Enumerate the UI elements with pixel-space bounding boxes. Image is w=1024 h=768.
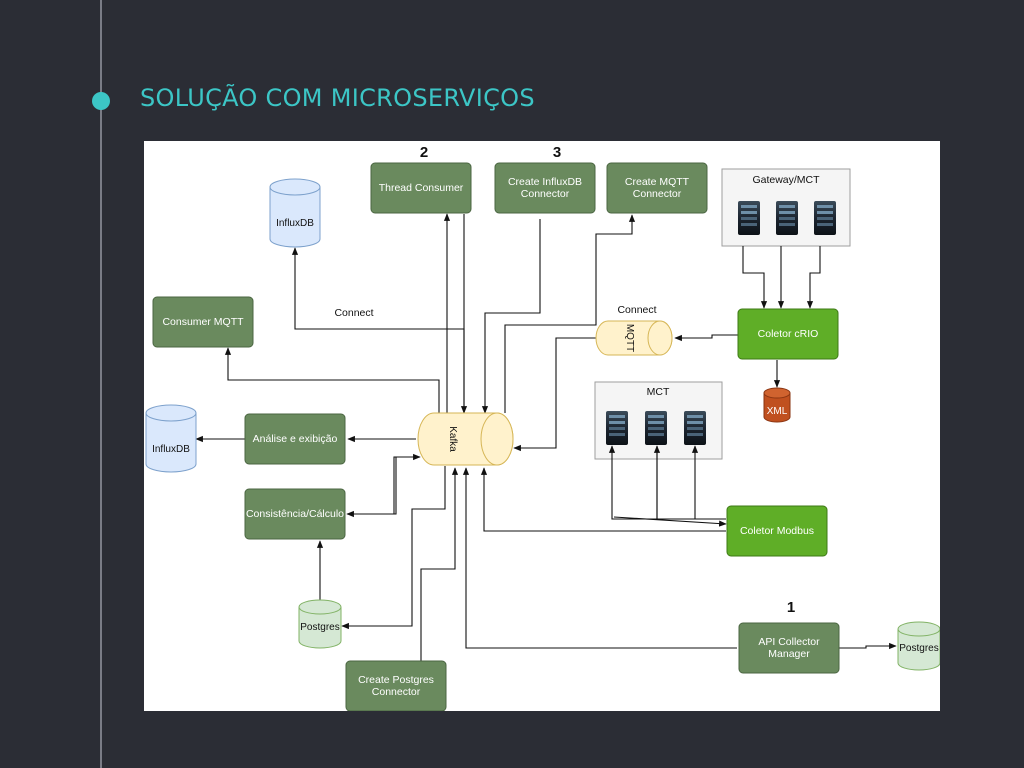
svg-text:Connector: Connector — [521, 188, 570, 200]
connect-label-right: Connect — [617, 304, 656, 316]
timeline-rail — [100, 0, 102, 768]
svg-text:Consumer MQTT: Consumer MQTT — [162, 316, 244, 328]
consistencia-calculo-node[interactable]: Consistência/Cálculo — [244, 488, 346, 540]
mct-label: MCT — [647, 386, 670, 398]
server-icon — [738, 201, 760, 235]
create-mqtt-connector-node[interactable]: Create MQTT Connector — [606, 162, 708, 214]
svg-text:Create Postgres: Create Postgres — [358, 674, 434, 686]
xml-database[interactable]: XML — [763, 387, 791, 423]
step-number-3: 3 — [553, 144, 561, 161]
gateway-mct-label: Gateway/MCT — [752, 174, 820, 186]
server-icon — [814, 201, 836, 235]
kafka-queue[interactable]: Kafka — [417, 412, 514, 466]
create-postgres-connector-node[interactable]: Create Postgres Connector — [345, 660, 447, 711]
server-icon — [606, 411, 628, 445]
postgres-left-database[interactable]: Postgres — [298, 599, 342, 649]
svg-text:Análise e exibição: Análise e exibição — [253, 433, 338, 445]
slide-title: SOLUÇÃO COM MICROSERVIÇOS — [140, 84, 535, 112]
svg-text:Create InfluxDB: Create InfluxDB — [508, 176, 582, 188]
connect-label-left: Connect — [334, 307, 373, 319]
svg-text:InfluxDB: InfluxDB — [152, 444, 190, 455]
step-number-2: 2 — [420, 144, 428, 161]
coletor-crio-node[interactable]: Coletor cRIO — [737, 308, 839, 360]
edges — [195, 213, 897, 661]
svg-text:API Collector: API Collector — [758, 636, 820, 648]
svg-text:XML: XML — [767, 406, 788, 417]
consumer-mqtt-node[interactable]: Consumer MQTT — [152, 296, 254, 348]
analise-exibicao-node[interactable]: Análise e exibição — [244, 413, 346, 465]
svg-text:Consistência/Cálculo: Consistência/Cálculo — [246, 508, 344, 520]
influxdb-left-database[interactable]: InfluxDB — [145, 404, 197, 473]
thread-consumer-node[interactable]: Thread Consumer — [370, 162, 472, 214]
postgres-right-database[interactable]: Postgres — [897, 621, 940, 671]
title-bullet — [92, 92, 110, 110]
svg-text:InfluxDB: InfluxDB — [276, 218, 314, 229]
svg-text:Connector: Connector — [372, 686, 421, 698]
svg-text:Kafka: Kafka — [447, 426, 458, 452]
coletor-modbus-node[interactable]: Coletor Modbus — [726, 505, 828, 557]
create-influxdb-connector-node[interactable]: Create InfluxDB Connector — [494, 162, 596, 214]
svg-text:Coletor cRIO: Coletor cRIO — [758, 328, 819, 340]
server-icon — [776, 201, 798, 235]
architecture-diagram: Gateway/MCT MCT — [144, 141, 940, 711]
svg-text:Create MQTT: Create MQTT — [625, 176, 690, 188]
svg-text:MQTT: MQTT — [624, 324, 635, 352]
svg-text:Postgres: Postgres — [300, 622, 339, 633]
mqtt-queue[interactable]: MQTT — [595, 320, 673, 356]
svg-text:Thread Consumer: Thread Consumer — [379, 182, 464, 194]
server-icon — [684, 411, 706, 445]
svg-text:Coletor Modbus: Coletor Modbus — [740, 525, 814, 537]
step-number-1: 1 — [787, 599, 795, 616]
svg-text:Manager: Manager — [768, 648, 810, 660]
svg-text:Postgres: Postgres — [899, 643, 938, 654]
api-collector-manager-node[interactable]: API Collector Manager — [738, 622, 840, 674]
influxdb-top-database[interactable]: InfluxDB — [269, 178, 321, 248]
server-icon — [645, 411, 667, 445]
svg-text:Connector: Connector — [633, 188, 682, 200]
